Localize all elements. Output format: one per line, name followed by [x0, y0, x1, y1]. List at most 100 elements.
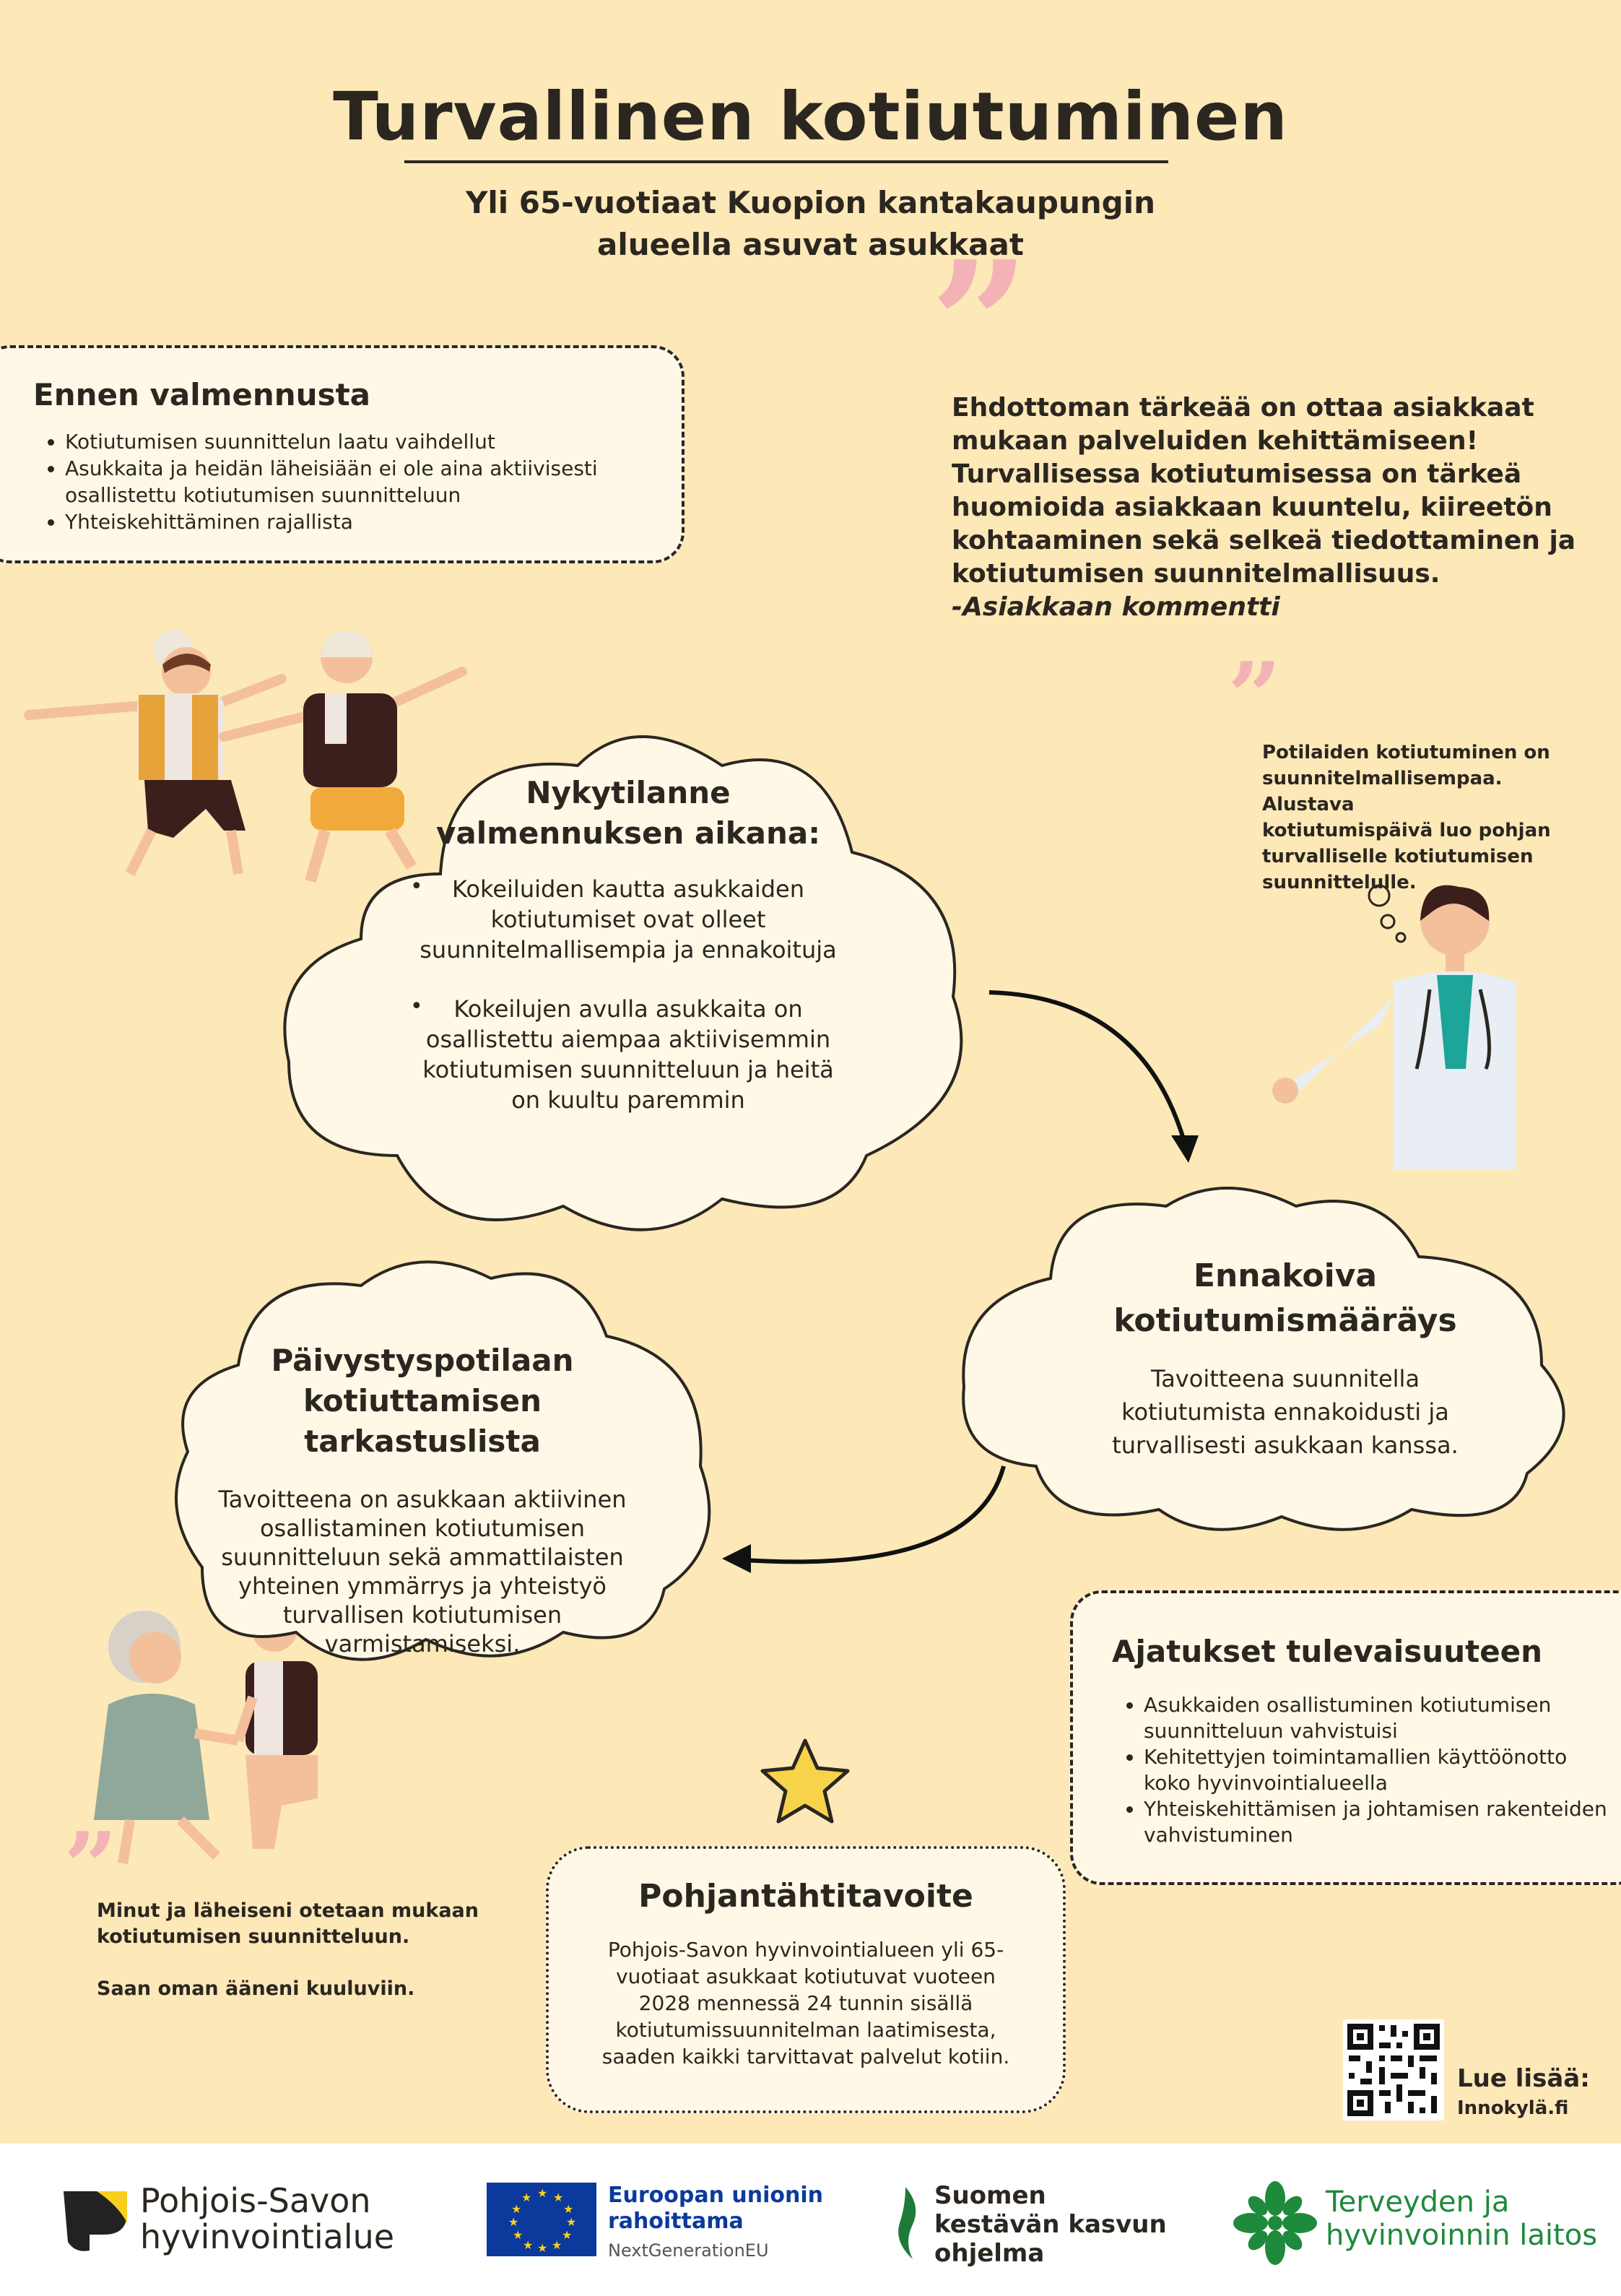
svg-text:★: ★ — [563, 2202, 573, 2216]
cloud-line: yhteinen ymmärrys ja yhteistyö — [238, 1572, 607, 1600]
page-subtitle: Yli 65-vuotiaat Kuopion kantakaupungin a… — [0, 182, 1621, 266]
eu-flag-icon: ★★★★ ★★★★ ★★★★ — [487, 2183, 596, 2256]
cloud-heading: kotiutumismääräys — [1113, 1302, 1457, 1339]
quote-line: kotiutumisen suunnitteluun. — [97, 1925, 410, 1948]
quote-line: turvalliselle kotiutumisen — [1262, 846, 1534, 867]
cloud-line: turvallisesti asukkaan kanssa. — [1112, 1431, 1459, 1459]
before-training-box: Ennen valmennusta Kotiutumisen suunnitte… — [0, 345, 685, 563]
logo-line: kestävän kasvun — [934, 2210, 1167, 2239]
svg-text:★: ★ — [562, 2228, 572, 2242]
page-title: Turvallinen kotiutuminen — [333, 78, 1288, 155]
cloud-heading: Päivystyspotilaan — [271, 1343, 574, 1378]
northstar-line: 2028 mennessä 24 tunnin sisällä — [638, 1991, 973, 2015]
northstar-line: vuotiaat asukkaat kotiutuvat vuoteen — [616, 1964, 996, 1988]
read-more: Lue lisää: Innokylä.fi — [1457, 2064, 1590, 2119]
cloud-heading: kotiuttamisen tarkastuslista — [303, 1383, 542, 1459]
quote-line: Turvallisessa kotiutumisessa on tärkeä — [952, 459, 1522, 489]
logo-line: Suomen — [934, 2181, 1046, 2210]
bullet-block: • Kokeilujen avulla asukkaita on osallis… — [404, 994, 852, 1115]
list-item: Yhteiskehittämisen ja johtamisen rakente… — [1144, 1796, 1616, 1848]
quote-line: huomioida asiakkaan kuuntelu, kiireetön — [952, 493, 1552, 522]
elderly-exercising-illustration — [24, 630, 467, 883]
quote-line: Potilaiden kotiutuminen on — [1262, 742, 1550, 763]
logo-line: NextGenerationEU — [608, 2240, 769, 2261]
svg-text:★: ★ — [521, 2191, 531, 2204]
logo-line: hyvinvoinnin laitos — [1326, 2219, 1598, 2252]
list-item: Kotiutumisen suunnittelun laatu vaihdell… — [65, 428, 660, 455]
psh-logo-icon — [64, 2191, 127, 2251]
svg-text:★: ★ — [513, 2228, 523, 2242]
cloud-current-bubble — [283, 735, 963, 1231]
sk-logo-text: Suomen kestävän kasvun ohjelma — [934, 2181, 1167, 2268]
cloud-heading: valmennuksen aikana: — [435, 815, 821, 851]
quote-line: Minut ja läheiseni otetaan mukaan — [97, 1899, 479, 1922]
cloud-line: Tavoitteena suunnitella — [1150, 1365, 1420, 1392]
proactive-cloud-text: Ennakoiva kotiutumismääräys Tavoitteena … — [1054, 1254, 1516, 1462]
cloud-line: Tavoitteena on asukkaan aktiivinen — [218, 1486, 627, 1513]
qr-code-icon[interactable] — [1343, 2019, 1444, 2120]
quote-line: kotiutumisen suunnitelmallisuus. — [952, 559, 1440, 589]
bullet-dot: • — [410, 874, 423, 899]
logo-line: Euroopan unionin — [608, 2183, 823, 2208]
quote-mark-icon: ” — [930, 223, 1030, 427]
star-icon — [760, 1738, 850, 1824]
logo-line: hyvinvointialue — [140, 2217, 395, 2256]
list-item: Asukkaita ja heidän läheisiään ei ole ai… — [65, 455, 660, 508]
quote-line: kohtaaminen sekä selkeä tiedottaminen ja — [952, 526, 1576, 555]
sk-logo-icon — [898, 2187, 916, 2259]
logo-line: ohjelma — [934, 2239, 1045, 2268]
elderly-couple-illustration — [94, 1592, 318, 1865]
title-underline — [404, 160, 1168, 163]
northstar-box: Pohjantähtitavoite Pohjois-Savon hyvinvo… — [546, 1846, 1066, 2113]
quote-line: kotiutumispäivä luo pohjan — [1262, 820, 1551, 841]
cloud-line: suunnitteluun sekä ammattilaisten — [221, 1543, 624, 1571]
cloud-line: osallistettu aiempaa aktiivisemmin — [425, 1026, 831, 1053]
before-heading: Ennen valmennusta — [33, 377, 370, 412]
northstar-line: kotiutumissuunnitelman laatimisesta, — [615, 2018, 996, 2042]
arrow-icon — [988, 990, 1199, 1163]
subtitle-line: Yli 65-vuotiaat Kuopion kantakaupungin — [465, 185, 1156, 220]
logo-line: Terveyden ja — [1326, 2185, 1510, 2219]
quote-line: suunnittelulle. — [1262, 872, 1417, 893]
cloud-line: osallistaminen kotiutumisen — [259, 1515, 586, 1542]
current-cloud-text: Nykytilanne valmennuksen aikana: • Kokei… — [404, 773, 852, 1115]
svg-text:★: ★ — [537, 2186, 547, 2200]
future-box: Ajatukset tulevaisuuteen Asukkaiden osal… — [1070, 1590, 1621, 1885]
cloud-line: varmistamiseksi. — [324, 1630, 521, 1658]
cloud-line: Kokeiluiden kautta asukkaiden — [451, 875, 805, 903]
psh-logo-text: Pohjois-Savon hyvinvointialue — [140, 2183, 394, 2255]
future-heading: Ajatukset tulevaisuuteen — [1112, 1634, 1543, 1669]
read-more-label: Lue lisää: — [1457, 2064, 1590, 2093]
checklist-cloud-text: Päivystyspotilaan kotiuttamisen tarkastu… — [188, 1340, 657, 1658]
svg-text:★: ★ — [508, 2215, 518, 2229]
bullet-dot: • — [410, 994, 423, 1019]
resident-quote: Minut ja läheiseni otetaan mukaan kotiut… — [97, 1898, 501, 2002]
read-more-link[interactable]: Innokylä.fi — [1457, 2097, 1569, 2119]
doctor-quote: Potilaiden kotiutuminen on suunnitelmall… — [1262, 740, 1594, 896]
cloud-line: kotiutumiset ovat olleet — [490, 906, 766, 933]
list-item: Kehitettyjen toimintamallien käyttöönott… — [1144, 1744, 1616, 1796]
thl-flower-icon — [1233, 2181, 1317, 2265]
list-item: Asukkaiden osallistuminen kotiutumisen s… — [1144, 1692, 1616, 1744]
before-list: Kotiutumisen suunnittelun laatu vaihdell… — [33, 428, 660, 535]
footer-logos: Pohjois-Savon hyvinvointialue ★★★★ ★★★★ … — [0, 2144, 1621, 2296]
quote-mark-icon: ” — [1227, 641, 1282, 752]
svg-text:★: ★ — [511, 2202, 521, 2216]
quote-line: Saan oman ääneni kuuluviin. — [97, 1977, 415, 2000]
eu-logo-text: Euroopan unionin rahoittama NextGenerati… — [608, 2183, 823, 2261]
cloud-heading: Nykytilanne — [526, 775, 731, 810]
northstar-line: saaden kaikki tarvittavat palvelut kotii… — [601, 2045, 1010, 2068]
subtitle-line: alueella asuvat asukkaat — [597, 227, 1024, 262]
quote-attribution: -Asiakkaan kommentti — [952, 592, 1280, 622]
logo-line: Pohjois-Savon — [140, 2181, 371, 2220]
future-list: Asukkaiden osallistuminen kotiutumisen s… — [1112, 1692, 1616, 1848]
arrow-icon — [722, 1465, 1006, 1573]
svg-text:★: ★ — [566, 2215, 576, 2229]
svg-text:★: ★ — [553, 2191, 563, 2204]
bullet-block: • Kokeiluiden kautta asukkaiden kotiutum… — [404, 874, 852, 965]
client-quote: Ehdottoman tärkeää on ottaa asiakkaat mu… — [952, 391, 1602, 624]
thl-logo-text: Terveyden ja hyvinvoinnin laitos — [1326, 2185, 1597, 2252]
doctor-illustration — [1271, 884, 1516, 1170]
logo-line: rahoittama — [608, 2209, 744, 2234]
cloud-heading: Ennakoiva — [1193, 1257, 1378, 1294]
